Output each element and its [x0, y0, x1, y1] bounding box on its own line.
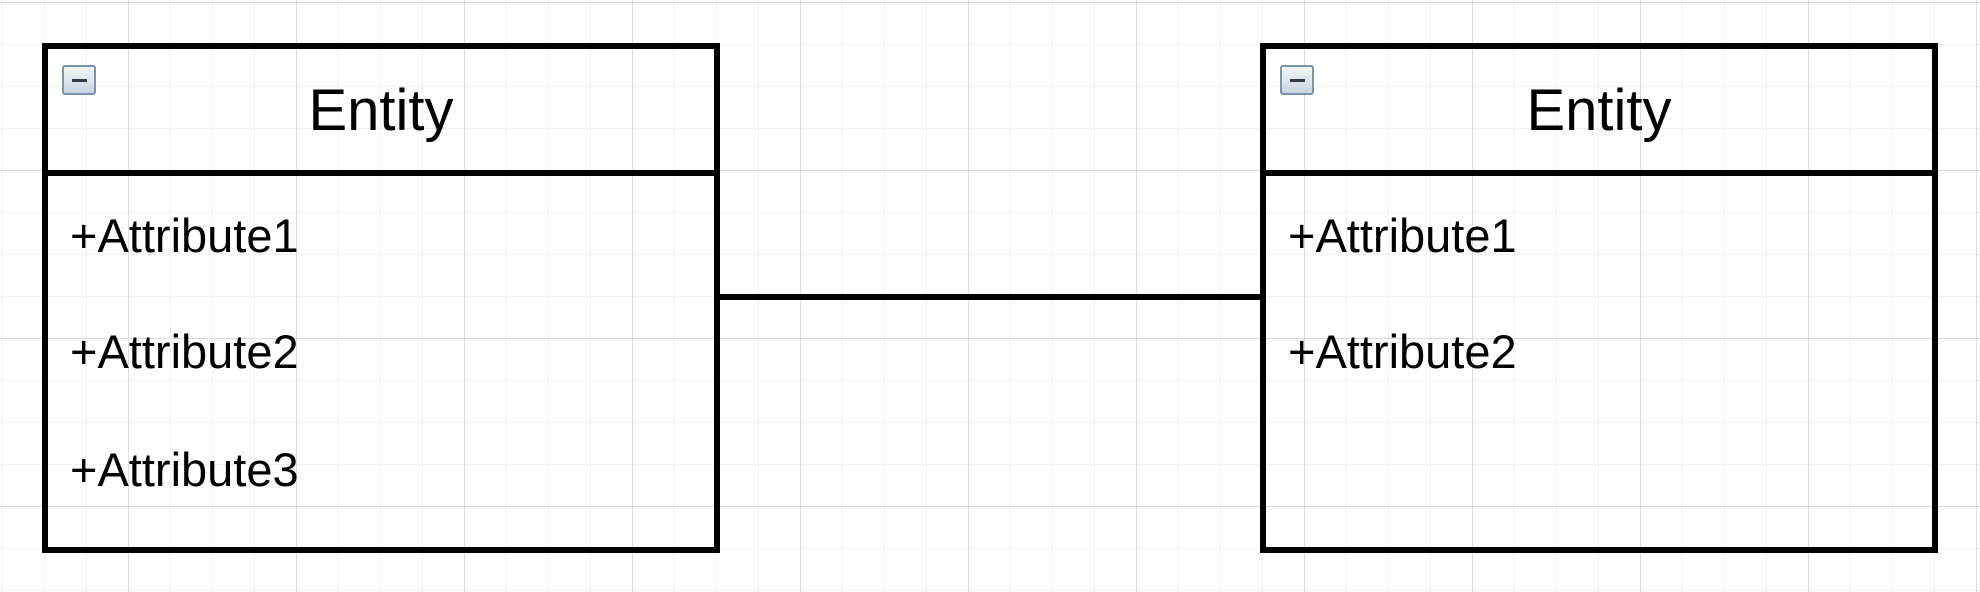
collapse-minus-icon[interactable]	[62, 65, 96, 95]
entity-header: Entity	[48, 49, 714, 176]
entity-attribute[interactable]: +Attribute2	[70, 325, 299, 378]
entity-left[interactable]: Entity +Attribute1 +Attribute2 +Attribut…	[42, 43, 720, 553]
entity-title: Entity	[1526, 78, 1672, 143]
entity-attribute[interactable]: +Attribute1	[70, 209, 299, 262]
entity-right[interactable]: Entity +Attribute1 +Attribute2	[1260, 43, 1938, 553]
entity-attribute[interactable]: +Attribute2	[1288, 325, 1517, 378]
entity-title: Entity	[308, 78, 454, 143]
entity-header: Entity	[1266, 49, 1932, 176]
entity-attribute[interactable]: +Attribute3	[70, 443, 299, 496]
relationship-connector[interactable]	[720, 294, 1260, 300]
entity-attribute[interactable]: +Attribute1	[1288, 209, 1517, 262]
collapse-minus-icon[interactable]	[1280, 65, 1314, 95]
